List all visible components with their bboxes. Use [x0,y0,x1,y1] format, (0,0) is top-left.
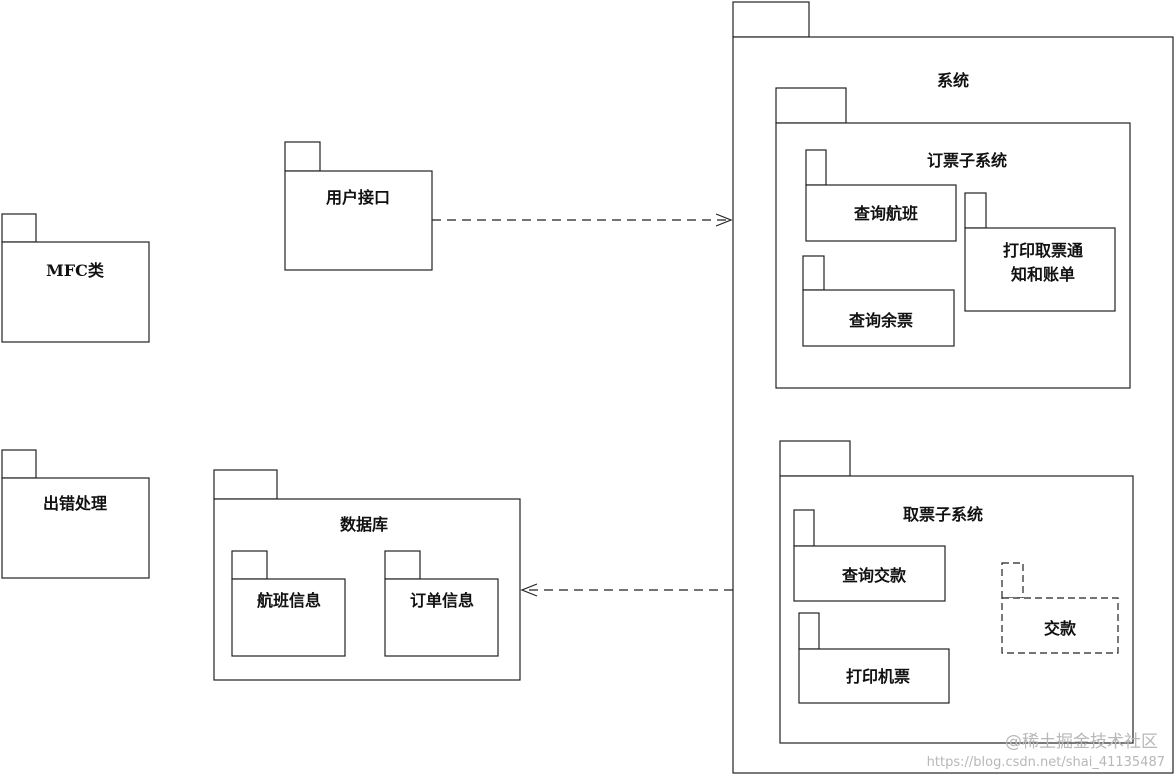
package-flight-info-label: 航班信息 [257,591,321,610]
package-payment[interactable]: 交款 [1001,562,1119,654]
package-print-ticket[interactable]: 打印机票 [798,612,950,704]
arrowhead-icon [715,213,733,227]
package-query-remaining[interactable]: 查询余票 [802,255,955,347]
package-order-info-body [384,578,499,657]
package-order-info-tab [384,550,421,580]
package-query-remaining-tab [802,255,825,291]
package-pickup-subsystem-tab [779,440,851,477]
package-payment-tab [1001,562,1024,599]
package-print-notice[interactable]: 打印取票通 知和账单 [964,192,1116,312]
package-query-flight-label: 查询航班 [854,204,918,223]
package-pickup-subsystem[interactable]: 取票子系统 查询交款 打印机票 交款 [779,440,1134,744]
package-flight-info[interactable]: 航班信息 [231,550,346,657]
package-flight-info-body [231,578,346,657]
package-mfc-body [1,241,150,343]
package-flight-info-tab [231,550,268,580]
package-system[interactable]: 系统 订票子系统 查询航班 查询余票 [732,1,1174,774]
watermark: @稀土掘金技术社区 https://blog.csdn.net/shai_411… [927,732,1165,770]
package-booking-subsystem-tab [775,87,847,124]
package-print-ticket-label: 打印机票 [846,667,910,686]
package-print-notice-body [964,227,1116,312]
package-query-remaining-body [802,289,955,347]
package-print-ticket-body [798,648,950,704]
dependency-system-to-database [520,583,733,597]
watermark-url: https://blog.csdn.net/shai_41135487 [927,755,1165,770]
package-database-label: 数据库 [340,515,388,534]
package-print-notice-label-line2: 知和账单 [1011,265,1075,284]
package-user-interface-body [284,170,433,271]
package-query-payment-body [793,545,946,602]
package-mfc[interactable]: MFC类 [1,213,150,343]
package-query-flight-tab [805,149,827,186]
package-error-handling[interactable]: 出错处理 [1,449,150,579]
package-database[interactable]: 数据库 航班信息 订单信息 [213,469,521,681]
watermark-brand: @稀土掘金技术社区 [1005,732,1158,752]
package-user-interface-tab [284,141,321,172]
package-database-tab [213,469,278,500]
package-error-handling-label: 出错处理 [43,494,107,513]
package-query-flight-body [805,184,957,242]
package-query-remaining-label: 查询余票 [849,311,913,330]
package-booking-subsystem-label: 订票子系统 [927,151,1007,170]
package-mfc-label: MFC类 [46,261,105,280]
package-print-notice-tab [964,192,987,229]
package-system-label: 系统 [937,71,969,90]
package-query-payment-label: 查询交款 [842,566,907,585]
package-error-handling-body [1,477,150,579]
package-print-ticket-tab [798,612,820,650]
arrowhead-icon [520,583,538,597]
package-user-interface[interactable]: 用户接口 [284,141,433,271]
package-order-info-label: 订单信息 [410,591,474,610]
package-order-info[interactable]: 订单信息 [384,550,499,657]
package-user-interface-label: 用户接口 [326,188,390,207]
package-query-flight[interactable]: 查询航班 [805,149,957,242]
package-mfc-tab [1,213,37,243]
dependency-user-interface-to-system [432,213,733,227]
package-query-payment[interactable]: 查询交款 [793,509,946,602]
package-print-notice-label-line1: 打印取票通 [1003,241,1083,260]
package-payment-body [1001,597,1119,654]
package-error-handling-tab [1,449,37,479]
package-pickup-subsystem-label: 取票子系统 [903,505,983,524]
package-system-tab [732,1,810,38]
package-query-payment-tab [793,509,815,547]
package-booking-subsystem[interactable]: 订票子系统 查询航班 查询余票 打印取票通 知和账单 [775,87,1131,389]
package-payment-label: 交款 [1044,619,1077,638]
